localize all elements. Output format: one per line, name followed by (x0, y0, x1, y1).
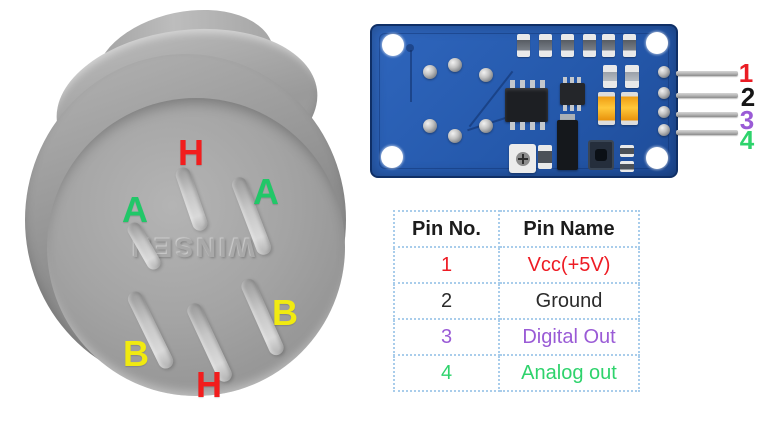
solder-joint (658, 124, 670, 136)
pin-no-cell: 1 (393, 246, 500, 284)
led-yellow (598, 92, 615, 125)
chip-leg (563, 77, 567, 83)
sensor-pin-label-b-right: B (272, 292, 298, 333)
solder-joint (448, 129, 462, 143)
pin-name-cell: Vcc(+5V) (498, 246, 640, 284)
push-button-core (595, 149, 607, 161)
voltage-regulator (557, 120, 578, 170)
chip-leg (563, 105, 567, 111)
pin-no-cell: 4 (393, 354, 500, 392)
smd-resistor (623, 34, 636, 57)
sensor-pin-label-h-top: H (178, 132, 204, 173)
chip-leg (570, 105, 574, 111)
solder-joint (448, 58, 462, 72)
gas-sensor-illustration: WINSEN H A A B B H (0, 0, 370, 426)
pin-name-cell: Ground (498, 282, 640, 320)
chip-leg (530, 122, 535, 130)
table-row: 4 Analog out (393, 354, 640, 392)
solder-joint (658, 66, 670, 78)
chip-leg (540, 80, 545, 88)
sensor-pin-label-a-right: A (253, 171, 279, 212)
chip-leg (520, 122, 525, 130)
chip-leg (510, 122, 515, 130)
mounting-hole (381, 146, 403, 168)
solder-joint (423, 119, 437, 133)
regulator-tab (560, 114, 575, 121)
solder-joint (658, 106, 670, 118)
module-pin-label-4: 4 (739, 125, 755, 155)
module-pin-label-1: 1 (738, 58, 754, 88)
sensor-pin-label-a-left: A (122, 189, 148, 230)
chip-leg (540, 122, 545, 130)
module-pin-label-2: 2 (740, 82, 756, 112)
pin-name-cell: Analog out (498, 354, 640, 392)
module-pin (676, 93, 738, 98)
module-pin (676, 71, 738, 76)
smd-resistor (561, 34, 574, 57)
mounting-hole (646, 32, 668, 54)
smd-resistor (583, 34, 596, 57)
mounting-hole (382, 34, 404, 56)
potentiometer (509, 144, 536, 173)
chip-leg (570, 77, 574, 83)
pcb-trace (406, 44, 414, 52)
pin-no-cell: 2 (393, 282, 500, 320)
mounting-hole (646, 147, 668, 169)
sensor-pin-label-b-left: B (123, 333, 149, 374)
sensor-module-pcb (370, 24, 738, 178)
table-row: 1 Vcc(+5V) (393, 246, 640, 284)
smd-pad (603, 65, 617, 88)
solder-joint (423, 65, 437, 79)
chip-leg (577, 105, 581, 111)
sensor-pin-label-h-bottom: H (196, 364, 222, 405)
push-button (588, 140, 614, 170)
sensor-bottom-face (47, 98, 345, 396)
pin-no-header: Pin No. (393, 210, 500, 248)
table-row: 3 Digital Out (393, 318, 640, 356)
pin-no-cell: 3 (393, 318, 500, 356)
pin-table: Pin No. Pin Name 1 Vcc(+5V) 2 Ground 3 D… (393, 210, 640, 392)
led-yellow (621, 92, 638, 125)
module-pin-label-3: 3 (739, 105, 755, 135)
module-pin (676, 112, 738, 117)
solder-joint (479, 68, 493, 82)
module-pin (676, 130, 738, 135)
pin-name-header: Pin Name (498, 210, 640, 248)
smd-pad (625, 65, 639, 88)
table-header-row: Pin No. Pin Name (393, 210, 640, 248)
solder-joint (658, 87, 670, 99)
solder-joint (479, 119, 493, 133)
chip-leg (510, 80, 515, 88)
chip-leg (520, 80, 525, 88)
table-row: 2 Ground (393, 282, 640, 320)
smd-resistor (602, 34, 615, 57)
smd-resistor (539, 34, 552, 57)
pcb-trace (410, 50, 412, 102)
chip-leg (577, 77, 581, 83)
smd-resistor (517, 34, 530, 57)
sot-ic-chip (560, 83, 585, 105)
smd-pad (538, 145, 552, 169)
potentiometer-screw-cross (517, 157, 528, 160)
smd-pad (620, 145, 634, 157)
pin-name-cell: Digital Out (498, 318, 640, 356)
smd-pad (620, 161, 634, 172)
soic-chip (505, 88, 548, 122)
chip-leg (530, 80, 535, 88)
